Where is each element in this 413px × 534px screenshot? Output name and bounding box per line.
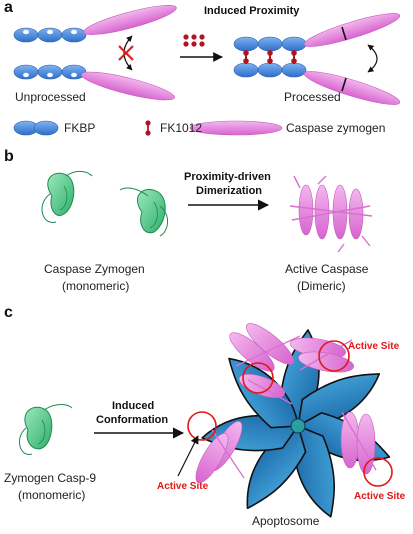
panel-b-arrow-label-2: Dimerization	[196, 185, 263, 197]
fk1012-crosslinks	[243, 50, 297, 64]
panel-a-heading: Induced Proximity	[204, 5, 300, 17]
caspase-zymogen-sublabel: (monomeric)	[62, 279, 130, 293]
unprocessed-label: Unprocessed	[15, 90, 86, 104]
panel-c-arrow-label-2: Conformation	[96, 414, 169, 426]
panel-a-processed-group	[233, 13, 401, 105]
legend-fkbp-icon	[13, 120, 59, 136]
active-site-circle-left	[242, 362, 274, 394]
active-site-circle-top	[318, 340, 350, 372]
cleavage-mark-lower	[341, 77, 347, 92]
zymogen-casp9-sublabel: (monomeric)	[18, 488, 86, 502]
panel-c-letter: c	[4, 304, 13, 321]
active-site-label-left: Active Site	[157, 481, 209, 492]
zymogen-casp9-label: Zymogen Casp-9	[4, 471, 97, 485]
panel-a-letter: a	[4, 0, 13, 16]
legend-fk1012-icon	[145, 120, 151, 136]
fkbp-chain-lower	[13, 64, 87, 80]
active-site-circle-right	[363, 457, 393, 487]
caspase-zymogen-label: Caspase Zymogen	[44, 262, 145, 276]
active-caspase-label: Active Caspase	[285, 262, 369, 276]
fkbp-chain-processed-lower	[233, 62, 307, 78]
caspase-zymogen-upper-right	[303, 13, 401, 47]
legend-fkbp-label: FKBP	[64, 121, 96, 135]
panel-b-arrow-label-1: Proximity-driven	[184, 171, 271, 183]
active-caspase-dimer	[289, 175, 373, 253]
cleavage-mark-upper	[341, 26, 347, 41]
panel-c-arrow-label-1: Induced	[112, 400, 155, 412]
zymogen-monomer-left	[41, 170, 93, 223]
apoptosome-caspase-dimers	[195, 323, 376, 483]
active-site-circle-lower-left	[187, 411, 217, 441]
zymogen-casp9-monomer	[18, 404, 73, 455]
caspase-zymogen-lower-right	[303, 71, 401, 105]
fkbp-chain-processed-upper	[233, 36, 307, 52]
active-site-pointer	[177, 435, 199, 477]
panel-a-unprocessed-group	[13, 5, 177, 101]
fk1012-dots-icon	[183, 34, 205, 47]
caspase-zymogen-upper-left	[83, 5, 177, 35]
processed-label: Processed	[284, 90, 341, 104]
panel-b-letter: b	[4, 148, 14, 165]
apoptosome-linker-lines	[211, 335, 377, 479]
apoptosome-label: Apoptosome	[252, 514, 320, 528]
active-site-label-right: Active Site	[354, 491, 406, 502]
fkbp-chain-upper	[13, 27, 87, 43]
caspase-zymogen-lower-left	[81, 71, 175, 101]
legend-caspase-icon	[189, 120, 283, 136]
active-site-label-top: Active Site	[348, 341, 400, 352]
legend-caspase-label: Caspase zymogen	[286, 121, 386, 135]
active-caspase-sublabel: (Dimeric)	[297, 279, 346, 293]
blocked-arrow-icon	[123, 35, 133, 71]
red-cross-icon	[118, 45, 134, 61]
swing-arrow-icon	[367, 44, 378, 73]
zymogen-monomer-right	[119, 187, 168, 237]
legend-fk1012-label: FK1012	[160, 121, 203, 135]
